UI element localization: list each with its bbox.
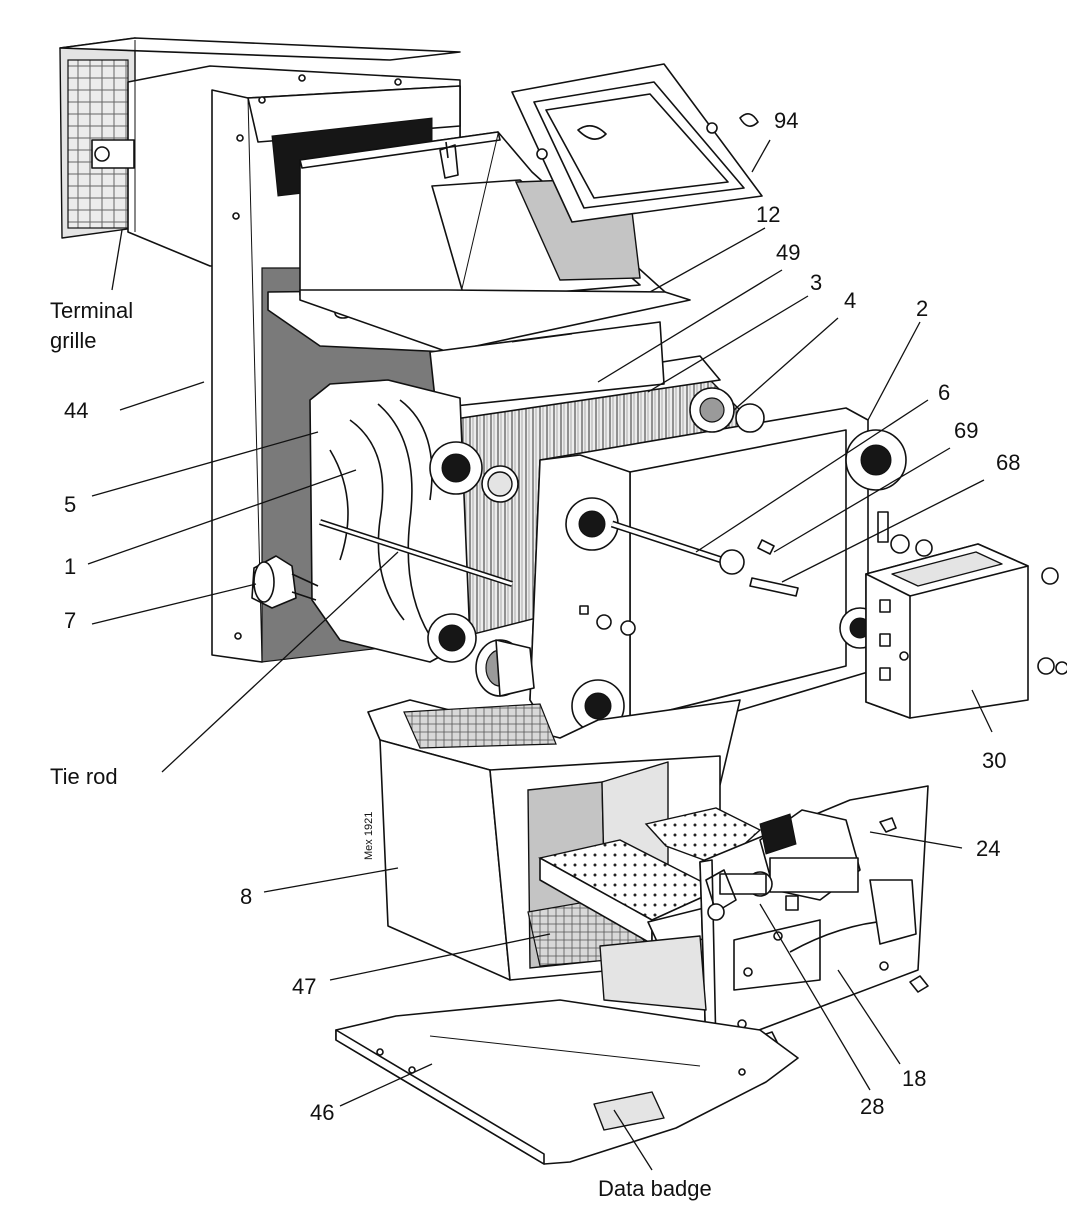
label-part-69: 69 xyxy=(954,418,978,443)
label-part-6: 6 xyxy=(938,380,950,405)
control-box xyxy=(865,534,1067,719)
label-terminal-grille-line1: Terminal xyxy=(50,298,133,323)
label-part-30: 30 xyxy=(982,748,1006,773)
label-tie-rod: Tie rod xyxy=(50,764,118,789)
label-part-8: 8 xyxy=(240,884,252,909)
label-part-24: 24 xyxy=(976,836,1000,861)
label-part-46: 46 xyxy=(310,1100,334,1125)
label-part-47: 47 xyxy=(292,974,316,999)
part-labels: Terminal grille 94 12 49 3 4 2 6 69 68 4… xyxy=(50,108,1020,1201)
label-part-94: 94 xyxy=(774,108,798,133)
label-part-1: 1 xyxy=(64,554,76,579)
heat-exchanger xyxy=(251,321,907,753)
label-part-49: 49 xyxy=(776,240,800,265)
label-part-2: 2 xyxy=(916,296,928,321)
label-part-68: 68 xyxy=(996,450,1020,475)
label-part-18: 18 xyxy=(902,1066,926,1091)
label-part-3: 3 xyxy=(810,270,822,295)
label-part-4: 4 xyxy=(844,288,856,313)
leader-lines xyxy=(87,139,993,1171)
burner-tray xyxy=(599,785,929,1051)
label-data-badge: Data badge xyxy=(598,1176,712,1201)
stamp-text: Mex 1921 xyxy=(363,812,375,860)
label-part-12: 12 xyxy=(756,202,780,227)
label-part-7: 7 xyxy=(64,608,76,633)
inspection-cover xyxy=(511,63,763,223)
label-part-28: 28 xyxy=(860,1094,884,1119)
base-plate xyxy=(335,999,799,1165)
label-part-44: 44 xyxy=(64,398,88,423)
gas-valve xyxy=(705,809,861,921)
label-terminal-grille-line2: grille xyxy=(50,328,96,353)
label-part-5: 5 xyxy=(64,492,76,517)
